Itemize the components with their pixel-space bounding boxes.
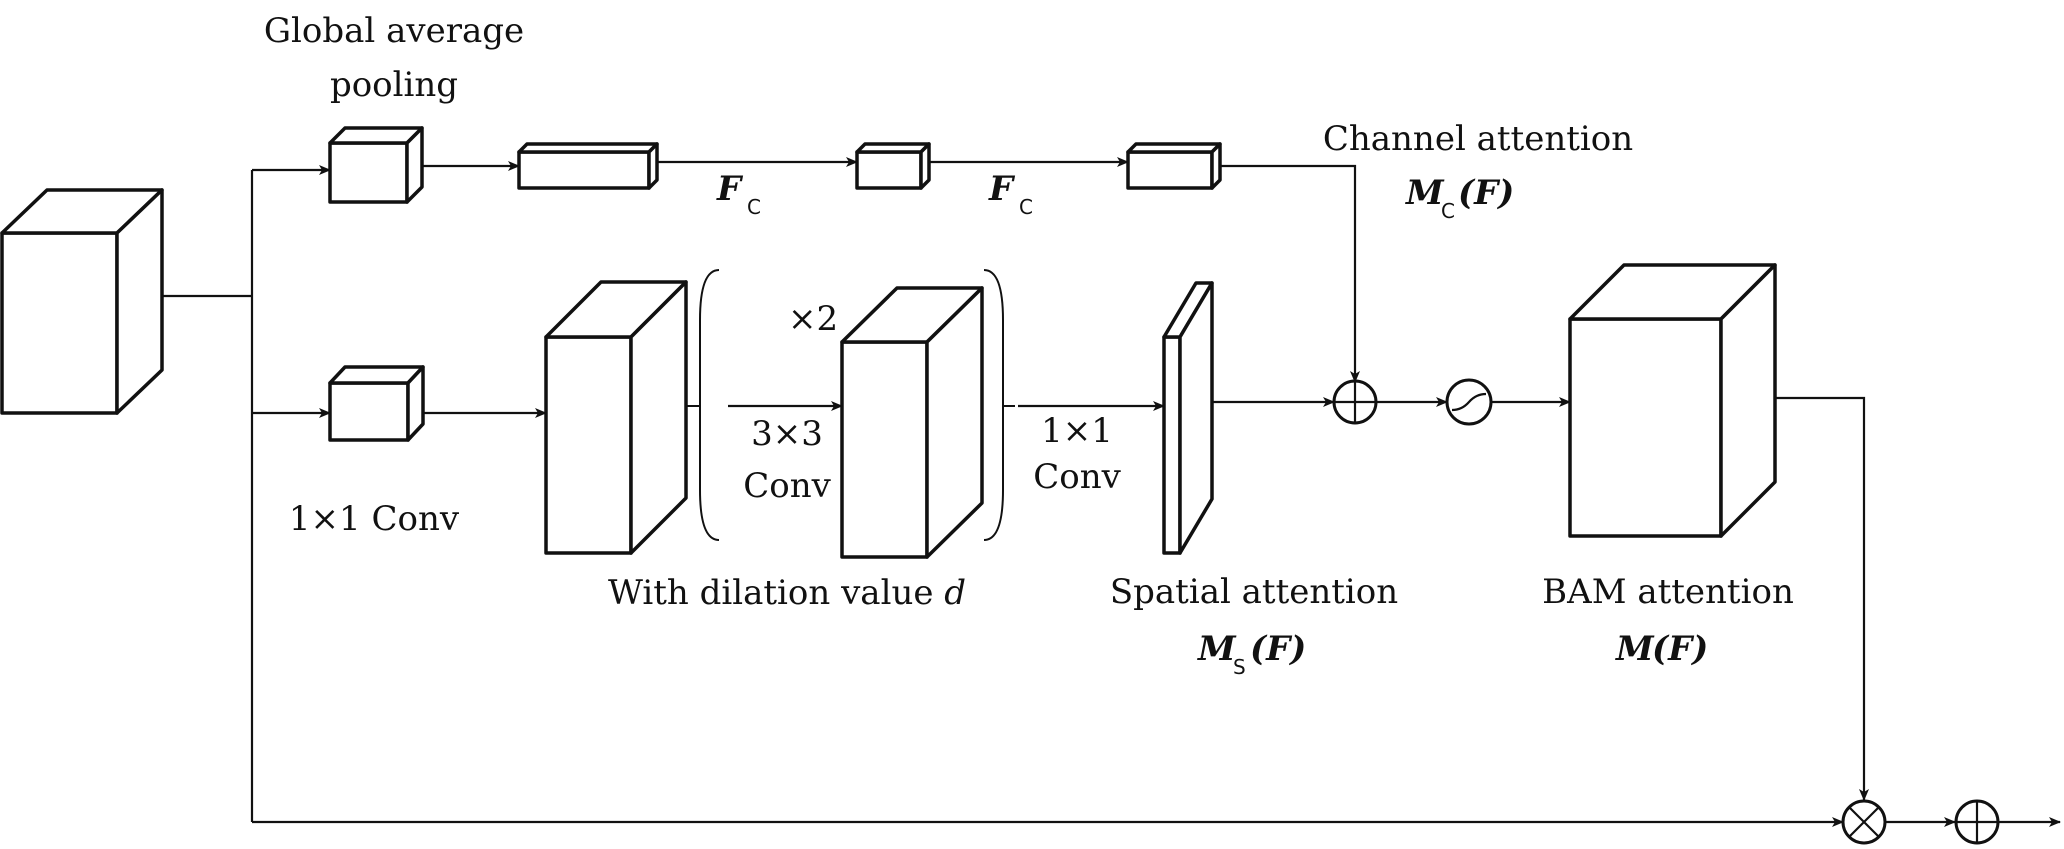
dilated-conv-cube: [840, 286, 984, 559]
fc2-subscript: C: [1019, 195, 1033, 219]
spatial-attention-label: Spatial attention: [1110, 572, 1398, 612]
channel-m-label: M: [1405, 173, 1445, 213]
conv3-label-line2: Conv: [743, 466, 831, 506]
bam-m-label: M: [1615, 629, 1655, 669]
spatial-f-label: (F): [1250, 629, 1306, 669]
bam-f-label: (F): [1652, 629, 1708, 669]
gap-label-line1: Global average: [264, 11, 524, 51]
bracket-left: [699, 269, 720, 541]
bam-attention-label: BAM attention: [1542, 572, 1794, 612]
channel-m-subscript: C: [1441, 199, 1455, 223]
spatial-m-subscript: S: [1233, 655, 1246, 679]
gap-label-line2: pooling: [330, 65, 458, 105]
arrow-channel-to-sum: [1220, 164, 1360, 383]
dilation-label: With dilation value d: [608, 573, 966, 613]
fc2-label: F: [988, 169, 1016, 209]
residual-add-node: [1954, 799, 2000, 845]
gap-cube: [328, 126, 424, 204]
spatial-m-label: M: [1197, 629, 1237, 669]
fc-vector-2: [855, 142, 931, 190]
fc-vector-1: [517, 142, 659, 190]
bracket-right: [983, 269, 1004, 541]
conv1a-label: 1×1 Conv: [289, 499, 460, 539]
channel-attention-label: Channel attention: [1323, 119, 1633, 159]
reduced-feature-cube: [544, 280, 688, 555]
conv1x1-cube: [328, 365, 425, 442]
fc1-label: F: [716, 169, 744, 209]
arrow-bam-to-multiply: [1775, 396, 1869, 801]
times2-label: ×2: [788, 299, 838, 339]
channel-f-label: (F): [1458, 173, 1514, 213]
multiply-node: [1841, 799, 1887, 845]
conv1b-label-line1: 1×1: [1041, 411, 1113, 451]
branch-lines: [162, 165, 1844, 827]
spatial-map: [1162, 281, 1214, 555]
channel-vector: [1126, 142, 1222, 190]
conv1b-label-line2: Conv: [1033, 457, 1121, 497]
bam-attention-cube: [1568, 263, 1777, 538]
sigmoid-icon: [1445, 378, 1493, 426]
input-feature-cube: [0, 188, 164, 415]
fc1-subscript: C: [747, 195, 761, 219]
sum-node: [1332, 379, 1378, 425]
conv3-label-line1: 3×3: [751, 414, 823, 454]
